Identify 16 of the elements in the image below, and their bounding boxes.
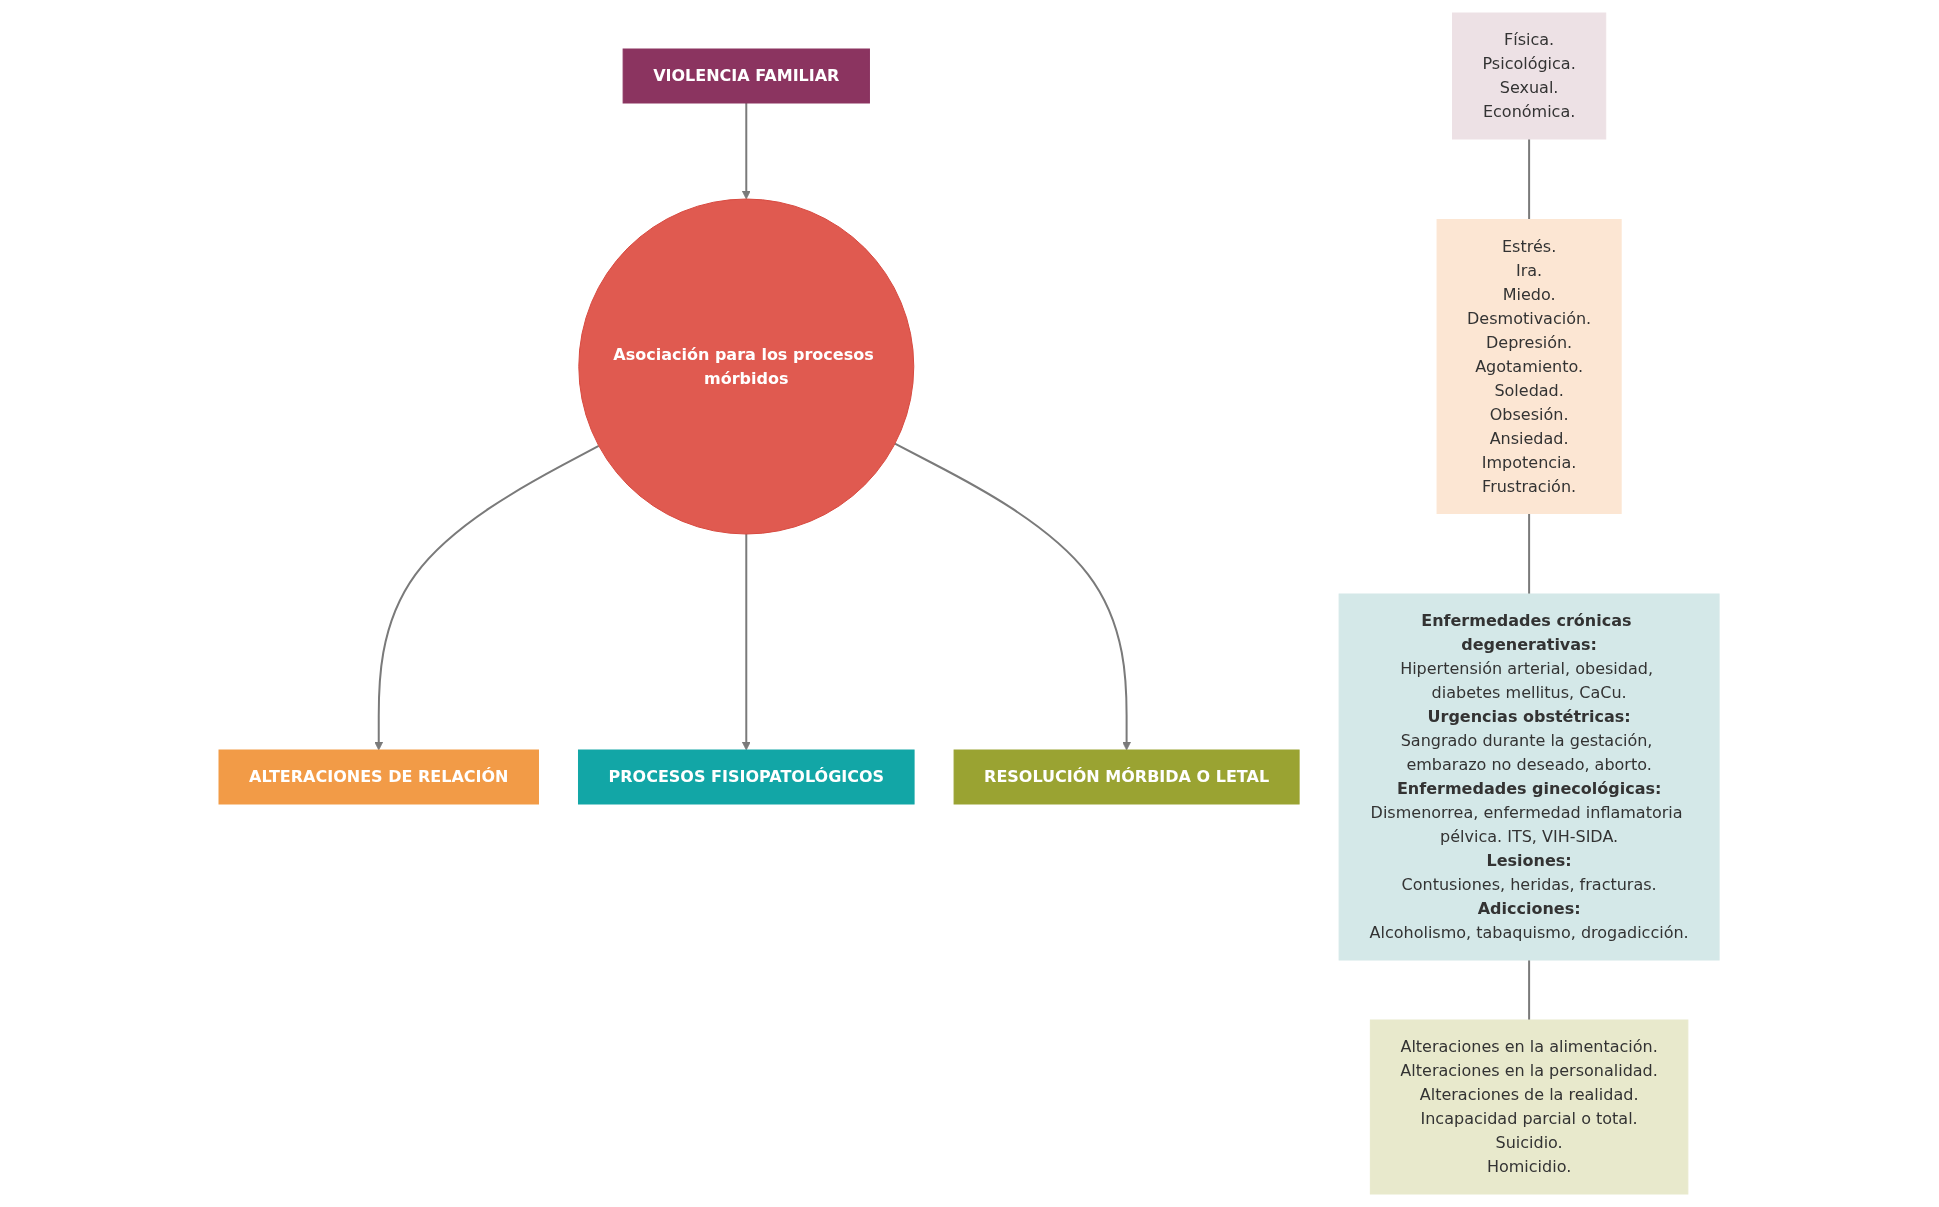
arrow: [742, 102, 752, 200]
arrow: [742, 533, 752, 751]
arrow: [894, 442, 1132, 751]
node-box: RESOLUCIÓN MÓRBIDA O LETAL: [954, 749, 1301, 805]
node-box: Enfermedades crónicas degenerativas: Hipertensión arterial, obesidad, diabetes mellitus, CaCu. Urgencias obstétricas: Sangrado durante la gestación, embarazo no deseado, aborto. Enfermedades ginecológicas: Dismenorrea, enfermedad inflamatoria pélvica. ITS, VIH-SIDA. Lesiones: Contusiones, heridas, fracturas. Adicciones: Alcoholismo, tabaquismo, drogadicción.: [1339, 593, 1721, 961]
connector: [1528, 138, 1531, 221]
node-box: VIOLENCIA FAMILIAR: [623, 48, 871, 104]
node-box: PROCESOS FISIOPATOLÓGICOS: [578, 749, 915, 805]
node-circle: Asociación para los procesos mórbidos: [578, 198, 915, 535]
node-box: Alteraciones en la alimentación. Alteraciones en la personalidad. Alteraciones de la realidad. Incapacidad parcial o total. Suicidio. Homicidio.: [1370, 1019, 1689, 1195]
connector: [1528, 512, 1531, 595]
arrow: [374, 444, 601, 751]
node-box: Estrés. Ira. Miedo. Desmotivación. Depresión. Agotamiento. Soledad. Obsesión. Ansiedad. Impotencia. Frustración.: [1437, 219, 1623, 514]
node-box: Física. Psicológica. Sexual. Económica.: [1452, 12, 1607, 140]
connector: [1528, 959, 1531, 1021]
node-box: ALTERACIONES DE RELACIÓN: [218, 749, 540, 805]
